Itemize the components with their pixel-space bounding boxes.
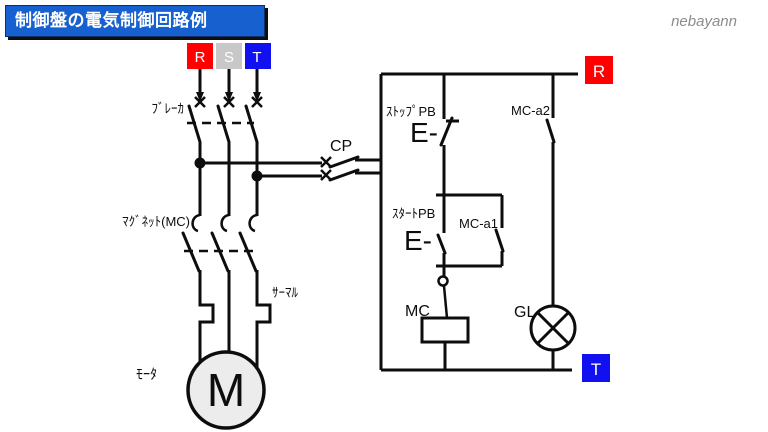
gl-lamp-label: GL [514, 304, 535, 321]
contact-x-mark [223, 96, 235, 108]
motor-label: ﾓｰﾀ [136, 366, 157, 382]
breaker-symbol [187, 104, 259, 216]
phase-drop-wires [194, 69, 263, 108]
contact-x-mark [251, 96, 263, 108]
control-terminal-box-t [582, 354, 610, 382]
cp-label: CP [330, 138, 352, 155]
stop-pb-label: ｽﾄｯﾌﾟPB [386, 104, 436, 119]
motor-symbol [186, 350, 266, 430]
cp-symbol [320, 155, 381, 182]
control-terminal-label-r: R [593, 62, 605, 81]
control-terminal-label-t: T [591, 360, 601, 379]
contact-x-mark [194, 96, 206, 108]
start-pb-actuator: E- [404, 225, 432, 256]
terminal-label-r: R [195, 49, 206, 66]
gl-lamp-symbol [529, 304, 577, 370]
control-circuit-bus [379, 72, 578, 372]
thermal-symbol [198, 270, 272, 368]
terminal-box-t [245, 43, 271, 69]
junction-dot [194, 157, 206, 169]
terminal-box-s [216, 43, 242, 69]
thermal-trip-contact-symbol [437, 266, 449, 319]
motor-letter: M [207, 364, 245, 416]
thermal-label: ｻｰﾏﾙ [272, 285, 299, 300]
watermark: nebayann [671, 13, 737, 30]
stop-pushbutton-symbol [439, 74, 459, 195]
mc-a1-label: MC-a1 [459, 216, 498, 231]
breaker-label: ﾌﾞﾚｰｶ [152, 101, 185, 116]
start-pushbutton-symbol [436, 193, 502, 268]
stop-pb-actuator: E- [410, 117, 438, 148]
mc-coil-label: MC [405, 303, 430, 320]
start-pb-label: ｽﾀｰﾄPB [392, 206, 435, 221]
mc-coil-symbol [420, 316, 470, 344]
terminal-box-r [187, 43, 213, 69]
control-terminal-box-r [585, 56, 613, 84]
mc-a1-contact-symbol [494, 195, 505, 266]
terminal-label-t: T [252, 49, 261, 66]
magnet-contactor-symbol [181, 213, 258, 273]
mc-a2-contact-symbol [545, 74, 556, 306]
control-tap-wires [194, 157, 322, 182]
page-title: 制御盤の電気制御回路例 [5, 5, 265, 37]
magnet-label: ﾏｸﾞﾈｯﾄ(MC) [122, 214, 190, 229]
junction-dot [251, 170, 263, 182]
mc-a2-label: MC-a2 [511, 103, 550, 118]
phase-terminals: R S T [187, 43, 271, 69]
terminal-label-s: S [224, 49, 234, 66]
